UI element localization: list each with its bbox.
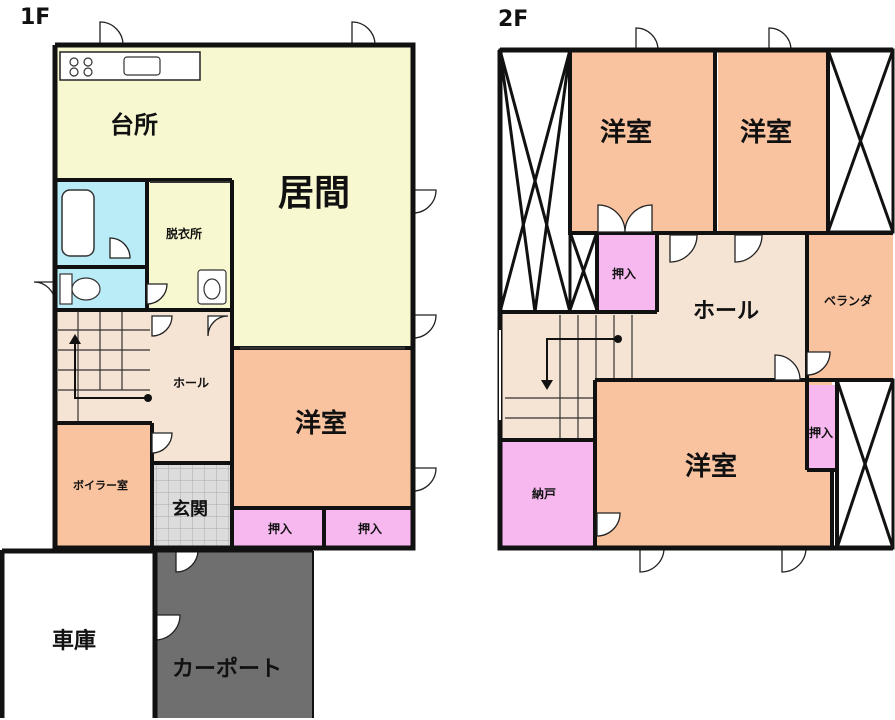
living-area: [232, 180, 413, 348]
door-icon: [624, 204, 653, 233]
closet-1f-a-label: 押入: [268, 521, 292, 536]
boiler-label: ボイラー室: [73, 478, 128, 492]
stair-area-2f-lower: [500, 380, 595, 440]
door-icon: [99, 21, 124, 46]
stove-burner-icon: [83, 67, 93, 77]
closet-2f-1: [597, 235, 657, 310]
door-icon: [412, 189, 437, 214]
door-icon: [146, 283, 168, 305]
door-icon: [412, 467, 437, 492]
stairs-1f: [58, 312, 150, 423]
hall-2f-label: ホール: [693, 299, 759, 324]
door-icon: [109, 237, 131, 259]
storage-area: [500, 440, 595, 548]
dressing-label: 脱衣所: [166, 226, 202, 241]
western-room-2f-1: [570, 50, 715, 232]
hall-1f-label: ホール: [173, 376, 209, 390]
garage-label: 車庫: [52, 628, 96, 654]
door-icon: [596, 512, 621, 537]
toilet-tank-icon: [59, 273, 73, 305]
door-icon: [806, 351, 831, 376]
stair-arrow-head-2f: [541, 380, 553, 390]
closet-1f-b: [324, 508, 413, 548]
sliding-doors-1f: [150, 181, 405, 350]
western-room-2f-2: [718, 50, 828, 232]
closet-1f-b-label: 押入: [358, 521, 382, 536]
stair-arrow-head-1f: [69, 334, 81, 344]
washbasin-bowl-icon: [203, 278, 221, 300]
living-label: 居間: [278, 173, 350, 214]
stove-burner-icon: [69, 67, 79, 77]
floor-1f: 1F: [0, 5, 437, 718]
western-1f-label: 洋室: [295, 408, 347, 439]
floor-2f-label: 2F: [498, 7, 528, 32]
boiler-room: [55, 423, 152, 548]
closet-1f-a: [232, 508, 324, 548]
kitchen-sink-icon: [123, 56, 161, 76]
western-2f-3-label: 洋室: [685, 451, 737, 482]
toilet-bowl-icon: [71, 277, 101, 301]
storage-label: 納戸: [532, 486, 556, 501]
veranda-label: ベランダ: [824, 293, 872, 308]
stair-hall-1f: [55, 310, 232, 423]
stair-dot-1f: [144, 394, 152, 402]
closet-2f-2: [807, 385, 837, 470]
doors-2f: [596, 27, 831, 573]
outer-walls-2f: [497, 50, 893, 551]
western-room-1f: [232, 348, 413, 508]
washbasin-icon: [197, 269, 227, 305]
western-2f-2-label: 洋室: [740, 117, 792, 148]
door-icon: [635, 27, 659, 51]
western-room-2f-3: [595, 380, 832, 548]
outer-walls-1f: [52, 42, 416, 551]
door-icon: [412, 314, 437, 339]
carport-label: カーポート: [172, 656, 282, 682]
floor-1f-label: 1F: [20, 5, 50, 30]
entrance-tiles: [152, 463, 232, 548]
stove-burner-icon: [83, 57, 93, 67]
floor-2f: 2F: [497, 7, 895, 573]
door-icon: [351, 21, 376, 46]
door-icon: [768, 27, 792, 51]
door-icon: [207, 315, 229, 337]
stair-dot-2f: [614, 335, 622, 343]
kitchen-label: 台所: [110, 111, 158, 139]
entrance-label: 玄関: [172, 498, 208, 520]
door-icon: [151, 315, 173, 337]
door-icon: [33, 281, 56, 304]
bathtub-icon: [61, 189, 95, 257]
door-icon: [774, 354, 801, 381]
carport-area: [155, 550, 313, 718]
door-icon: [639, 547, 665, 573]
door-icon: [151, 432, 173, 454]
garage-area: [2, 550, 152, 718]
stair-arrow-1f: [74, 342, 148, 399]
western-2f-1-label: 洋室: [600, 117, 652, 148]
door-icon: [781, 547, 807, 573]
stairs-2f: [505, 315, 633, 438]
door-icon: [669, 234, 698, 263]
kitchen-counter: [59, 51, 201, 81]
stair-arrow-2f: [546, 338, 618, 382]
door-icon: [734, 234, 763, 263]
closet-2f-2-label: 押入: [809, 425, 833, 440]
stove-burner-icon: [69, 57, 79, 67]
closet-2f-1-label: 押入: [612, 266, 636, 281]
